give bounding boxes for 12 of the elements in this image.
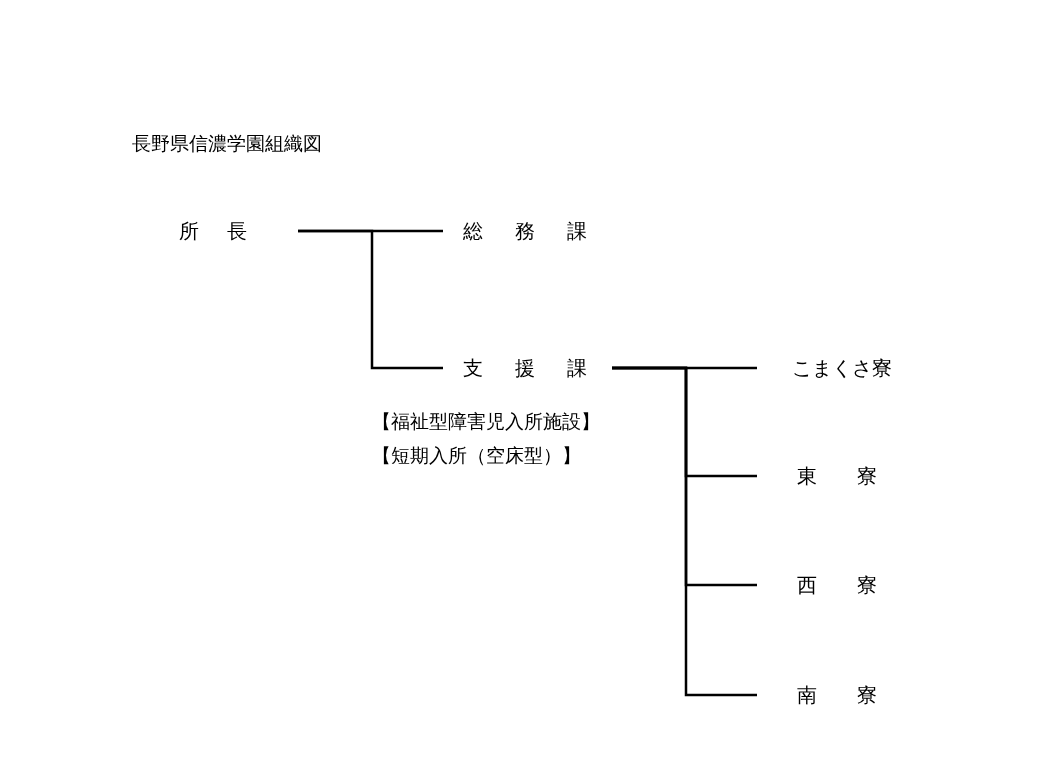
unit-label: こまくさ寮 — [792, 354, 892, 382]
unit-label: 西 寮 — [797, 571, 887, 599]
unit-label: 総 務 課 — [463, 217, 593, 245]
unit-label: 支 援 課 — [463, 354, 593, 382]
connector-line — [612, 366, 757, 697]
unit-label: 所 長 — [179, 217, 251, 245]
unit-label: 南 寮 — [797, 681, 887, 709]
unit-label: 東 寮 — [797, 462, 887, 490]
connector-line — [298, 229, 443, 370]
note-text: 【短期入所（空床型）】 — [372, 443, 581, 468]
note-text: 【福祉型障害児入所施設】 — [372, 409, 600, 434]
diagram-title: 長野県信濃学園組織図 — [132, 131, 322, 156]
